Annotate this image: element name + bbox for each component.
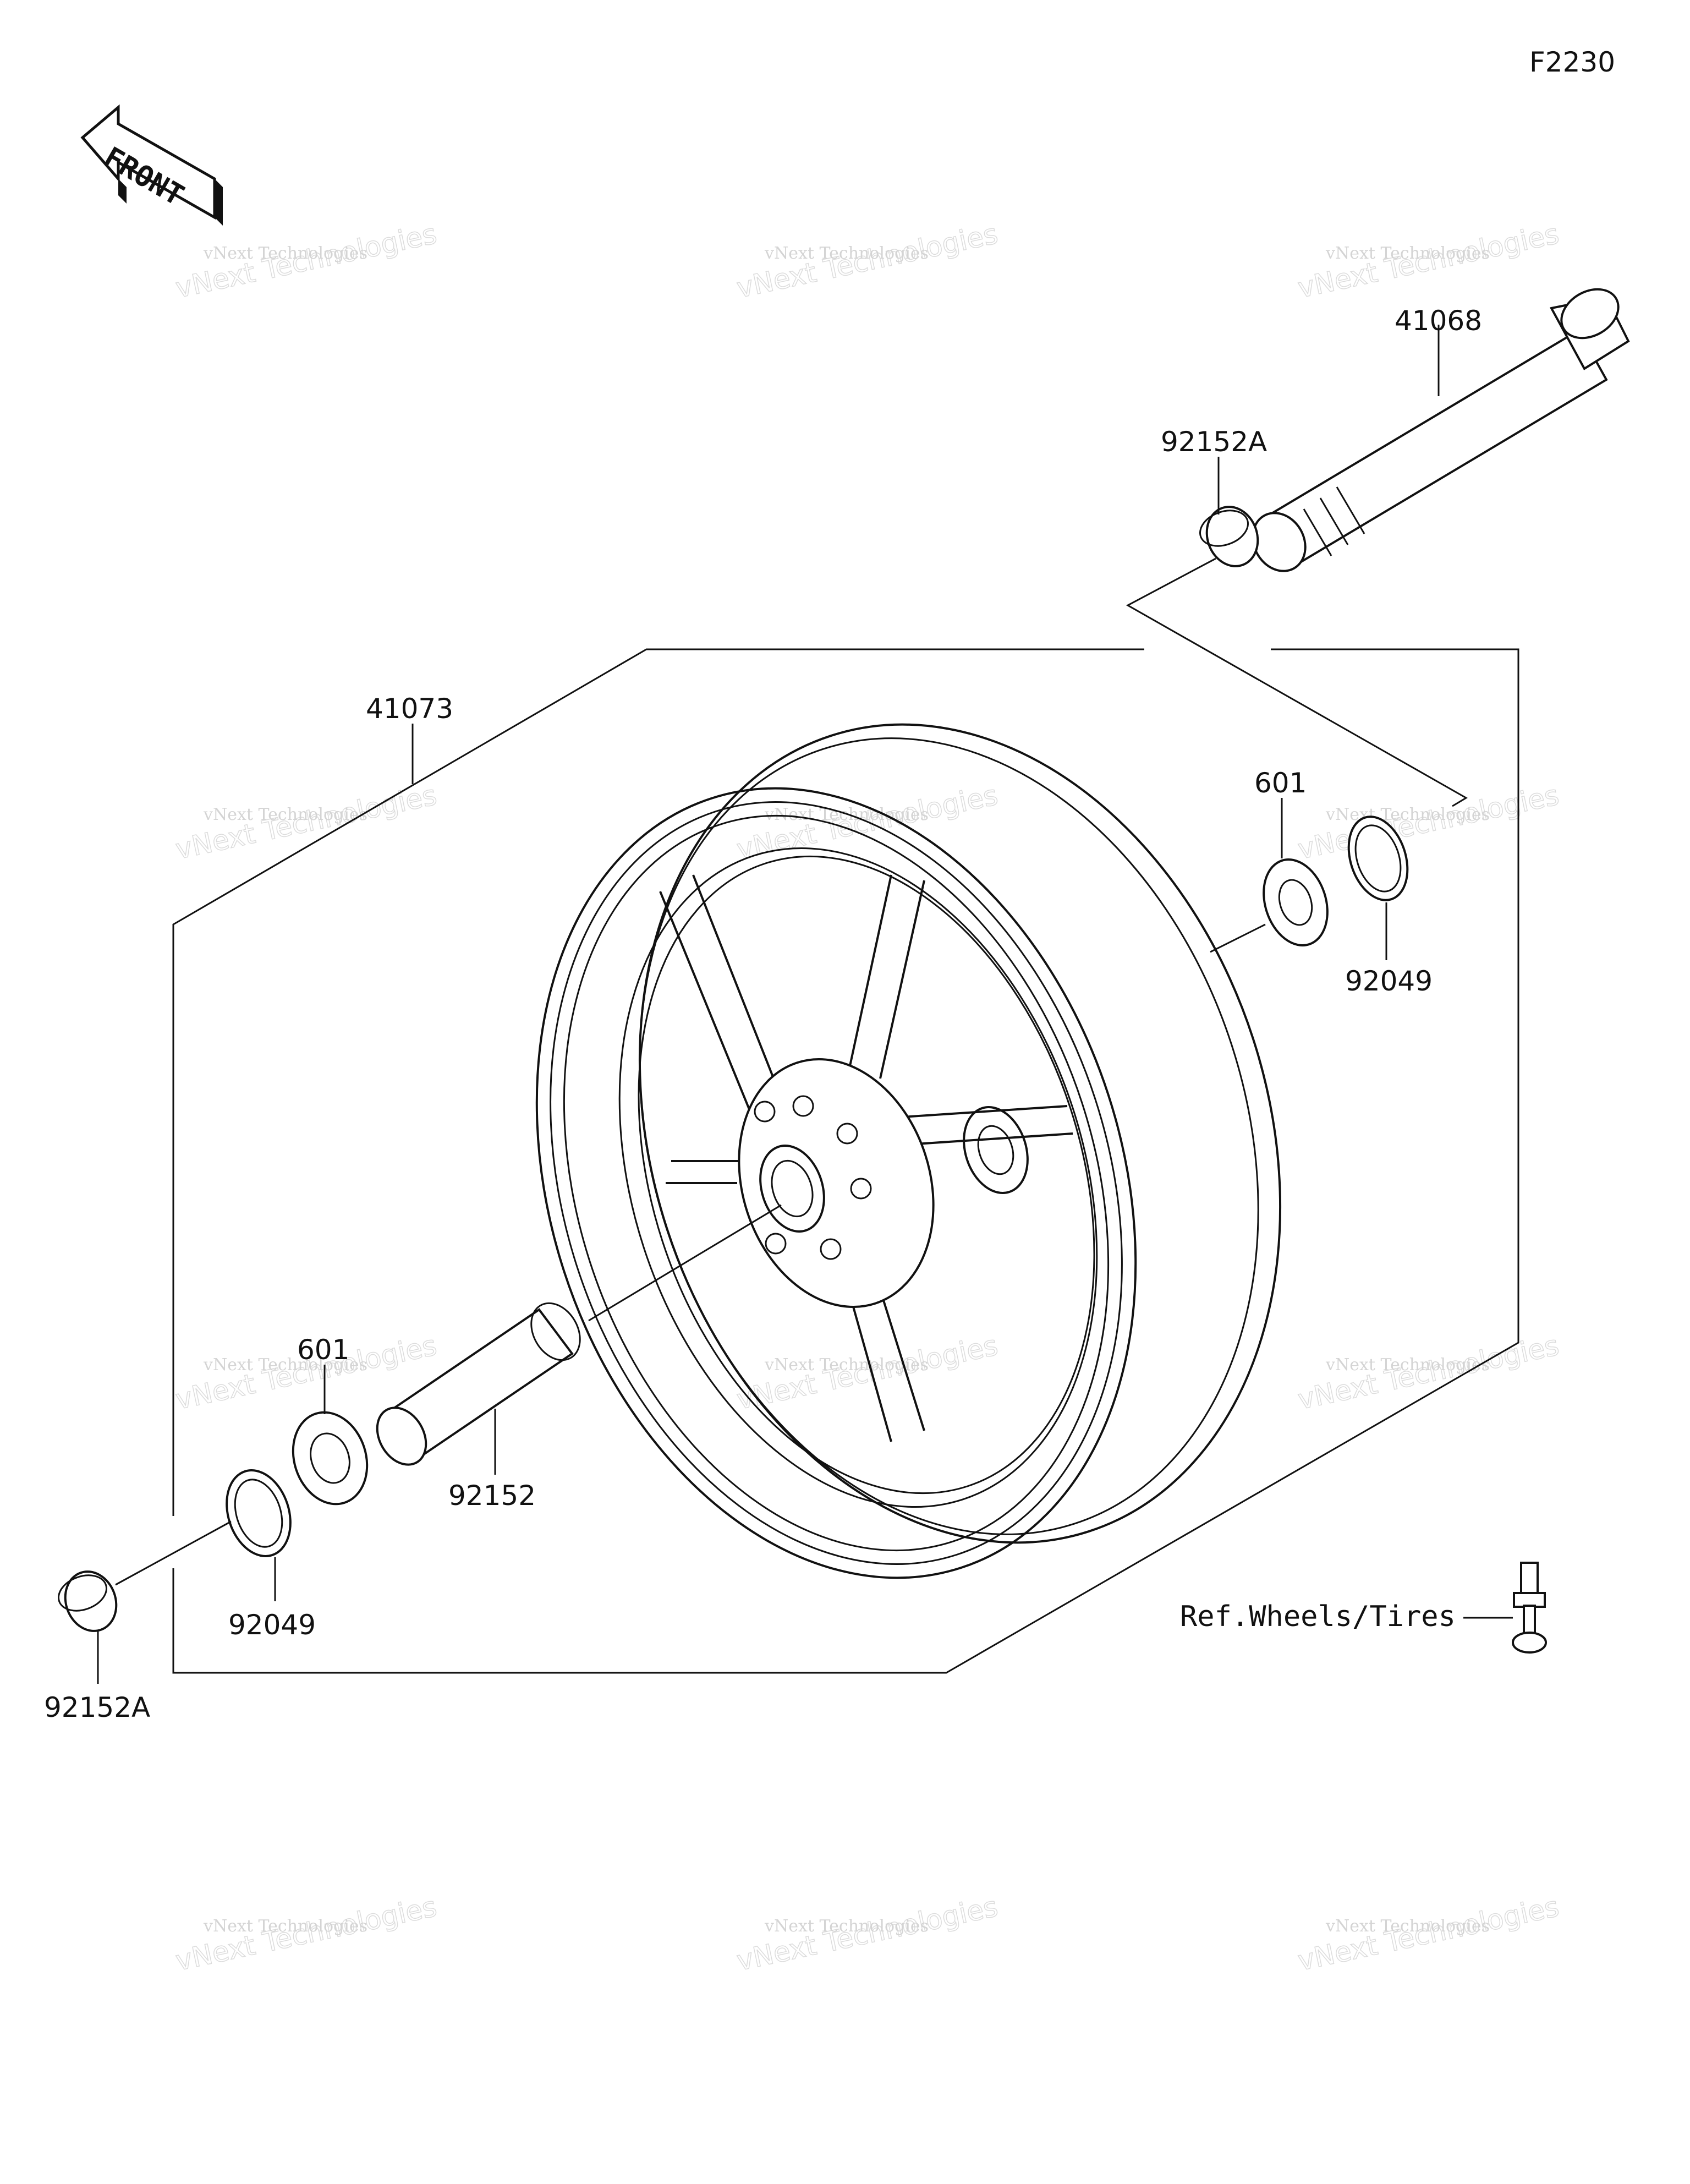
watermark: vNext Technologies — [203, 1917, 367, 1936]
watermark: vNext Technologies — [1325, 805, 1490, 824]
callout-collar-right: 92152A — [1161, 426, 1267, 458]
reference-label: Ref.Wheels/Tires — [1180, 1600, 1456, 1633]
watermark: vNext Technologies — [203, 1355, 367, 1375]
axle — [1252, 288, 1630, 572]
assembly-guide-spacer — [588, 1204, 782, 1322]
watermark: vNext Technologies — [764, 805, 929, 824]
callout-spacer: 92152 — [448, 1480, 536, 1512]
callout-collar-left: 92152A — [44, 1692, 150, 1723]
collar-right — [1199, 506, 1259, 567]
callout-seal-left: 92049 — [228, 1609, 316, 1641]
seal-right — [1347, 815, 1409, 901]
watermark: vNext Technologies — [764, 1917, 929, 1936]
bearing-right — [1263, 858, 1329, 946]
callout-wheel: 41073 — [366, 693, 453, 725]
assembly-guide-left — [115, 1520, 232, 1586]
wheel-hub — [738, 1058, 1029, 1308]
valve-icon — [1512, 1562, 1547, 1654]
watermark: vNext Technologies — [1325, 1917, 1490, 1936]
callout-bearing-right: 601 — [1254, 767, 1307, 799]
watermark: vNext Technologies — [203, 805, 367, 824]
assembly-frame — [172, 648, 1519, 1674]
watermark: vNext Technologies — [1325, 244, 1490, 263]
watermark: vNext Technologies — [203, 244, 367, 263]
callout-axle: 41068 — [1395, 305, 1482, 337]
callout-seal-right: 92049 — [1345, 965, 1433, 997]
collar-left — [57, 1570, 118, 1632]
figure-code: F2230 — [1529, 46, 1615, 78]
wheel-rim — [535, 723, 1282, 1579]
front-arrow-icon: FRONT — [80, 104, 223, 226]
seal-left — [226, 1469, 292, 1557]
callout-bearing-left: 601 — [297, 1334, 349, 1366]
watermark: vNext Technologies — [1325, 1355, 1490, 1375]
spacer — [376, 1302, 581, 1466]
bearing-left — [292, 1411, 369, 1506]
watermark: vNext Technologies — [764, 244, 929, 263]
assembly-guide-bearing-right — [1210, 923, 1266, 953]
assembly-guide-right — [1126, 557, 1468, 807]
